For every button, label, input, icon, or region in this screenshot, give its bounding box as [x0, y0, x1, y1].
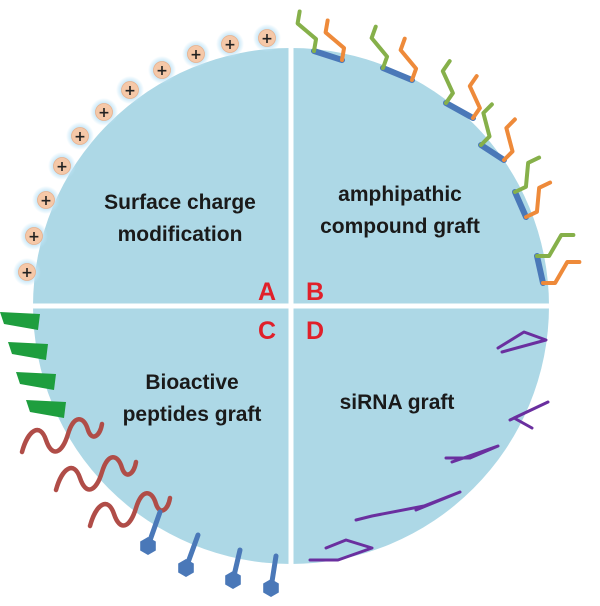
amphipathic-lipids-group — [295, 9, 582, 286]
sirna-strand — [508, 400, 550, 430]
positive-charges-group: + + + + + + + + + + + — [13, 24, 281, 286]
lipid-head — [380, 65, 415, 83]
quadrant-b-label-line2: compound graft — [320, 215, 480, 238]
peptide-squiggle — [19, 417, 105, 455]
hexagon-peptide-group — [140, 509, 279, 597]
green-peptide-flags-group — [0, 312, 66, 418]
charge-bead — [95, 103, 113, 121]
lipid-head — [534, 253, 546, 286]
sirna-strand — [496, 330, 548, 354]
quadrant-a-label-line1: Surface charge — [104, 191, 256, 214]
lipid-tail — [295, 9, 319, 53]
plus-sign: + — [21, 265, 33, 281]
lipid-tail — [323, 18, 347, 62]
lipid-tail — [502, 117, 517, 162]
lipid-head — [311, 48, 345, 63]
hexagon-tip — [178, 559, 194, 577]
plus-sign: + — [56, 159, 68, 175]
lipid-tail — [369, 24, 390, 70]
lipid-tail — [541, 260, 582, 285]
charge-bead — [221, 35, 239, 53]
plus-sign: + — [74, 129, 86, 145]
charge-bead — [121, 81, 139, 99]
quadrant-c-letter: C — [258, 317, 276, 345]
charge-bead — [187, 45, 205, 63]
plus-sign: + — [190, 47, 202, 63]
lipid-head — [478, 142, 507, 163]
quadrant-c-label-line1: Bioactive — [145, 371, 238, 394]
lipid-tail — [467, 74, 482, 120]
quadrant-b-letter: B — [306, 278, 324, 306]
quadrant-b-label-line1: amphipathic — [338, 183, 462, 206]
peptide-flag — [16, 372, 56, 390]
lipid-tail — [513, 155, 542, 194]
charge-bead — [37, 191, 55, 209]
lipid-tail — [524, 180, 553, 219]
charge-bead — [258, 29, 276, 47]
plus-sign: + — [40, 193, 52, 209]
quadrant-d-letter: D — [306, 317, 324, 345]
hexagon-tip — [263, 579, 279, 597]
plus-sign: + — [98, 105, 110, 121]
lipid-tail — [479, 102, 494, 147]
charge-bead — [25, 227, 43, 245]
plus-sign: + — [28, 229, 40, 245]
charge-bead — [53, 157, 71, 175]
plus-sign: + — [224, 37, 236, 53]
sirna-strands-group — [308, 330, 550, 562]
quadrant-a-label-line2: modification — [118, 223, 243, 246]
lipid-head — [443, 100, 476, 121]
peptide-flag — [0, 312, 40, 330]
quadrant-d-label-line1: siRNA graft — [340, 391, 455, 414]
plus-sign: + — [124, 83, 136, 99]
plus-sign: + — [156, 63, 168, 79]
sirna-strand — [444, 444, 500, 464]
hexagon-tip — [140, 537, 156, 555]
charge-bead — [153, 61, 171, 79]
lipid-head — [512, 189, 529, 220]
charge-bead — [18, 263, 36, 281]
quadrant-c-label-line2: peptides graft — [123, 403, 262, 426]
plus-sign: + — [261, 31, 273, 47]
hexagon-tip — [225, 571, 241, 589]
peptide-flag — [8, 342, 48, 360]
lipid-tail — [398, 36, 419, 82]
charge-bead — [71, 127, 89, 145]
quadrant-a-letter: A — [258, 278, 276, 306]
lipid-tail — [535, 233, 576, 258]
sirna-strand — [308, 538, 374, 562]
lipid-tail — [440, 59, 455, 105]
peptide-squiggle — [53, 455, 139, 493]
peptide-flag — [26, 400, 66, 418]
sirna-strand — [354, 490, 462, 522]
